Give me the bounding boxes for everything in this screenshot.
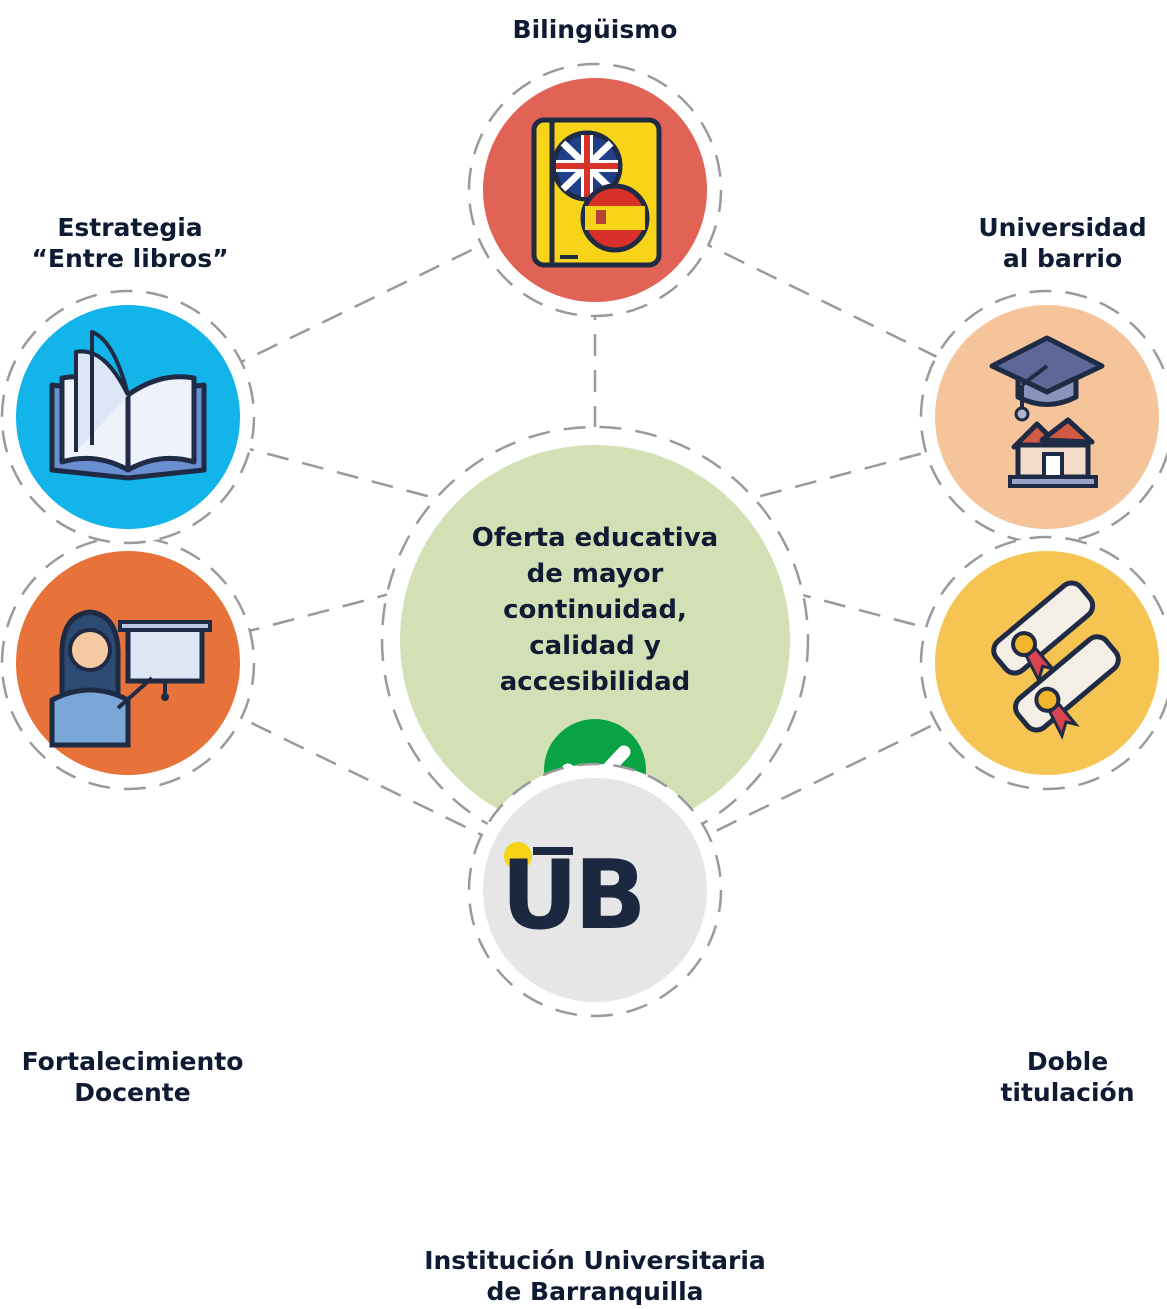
bilingual-book-icon [531, 117, 662, 268]
node-entre-libros [0, 289, 256, 545]
label-line: Bilingüismo [512, 15, 678, 44]
label-line: de Barranquilla [486, 1277, 704, 1306]
node-doble-titulacion [919, 535, 1167, 791]
label-institucion: Institución Universitaria de Barranquill… [395, 1245, 795, 1307]
graduation-cap-houses-icon [989, 335, 1105, 488]
label-doble-titulacion: Doble titulación [970, 1046, 1165, 1108]
svg-text:UB: UB [501, 841, 643, 951]
node-institucion: UB [467, 762, 723, 1018]
diplomas-icon [991, 580, 1121, 740]
open-book-icon [49, 330, 207, 481]
label-entre-libros: Estrategia “Entre libros” [15, 212, 245, 274]
center-label: Oferta educativa de mayor continuidad, c… [440, 520, 750, 700]
label-line: Doble [1026, 1047, 1109, 1076]
label-fortalecimiento: Fortalecimiento Docente [5, 1046, 260, 1108]
center-label-line: accesibilidad [499, 667, 691, 697]
center-label-line: calidad y [529, 631, 661, 661]
center-circle [400, 445, 790, 835]
label-line: Fortalecimiento [21, 1047, 244, 1076]
label-line: al barrio [1002, 244, 1123, 273]
label-line: Institución Universitaria [424, 1246, 766, 1275]
center-label-line: de mayor [526, 559, 664, 589]
node-universidad-barrio [919, 289, 1167, 545]
label-line: Estrategia [57, 213, 203, 242]
teacher-presentation-icon [49, 609, 212, 748]
ub-logo-icon: UB [501, 841, 647, 951]
label-line: Universidad [978, 213, 1147, 242]
node-fortalecimiento [0, 535, 256, 791]
label-line: “Entre libros” [31, 244, 229, 273]
node-bilinguismo [467, 62, 723, 318]
center-label-line: Oferta educativa [471, 523, 719, 553]
label-line: Docente [74, 1078, 191, 1107]
label-universidad-barrio: Universidad al barrio [960, 212, 1165, 274]
center-label-line: continuidad, [503, 595, 687, 625]
label-bilinguismo: Bilingüismo [445, 14, 745, 45]
label-line: titulación [1000, 1078, 1135, 1107]
